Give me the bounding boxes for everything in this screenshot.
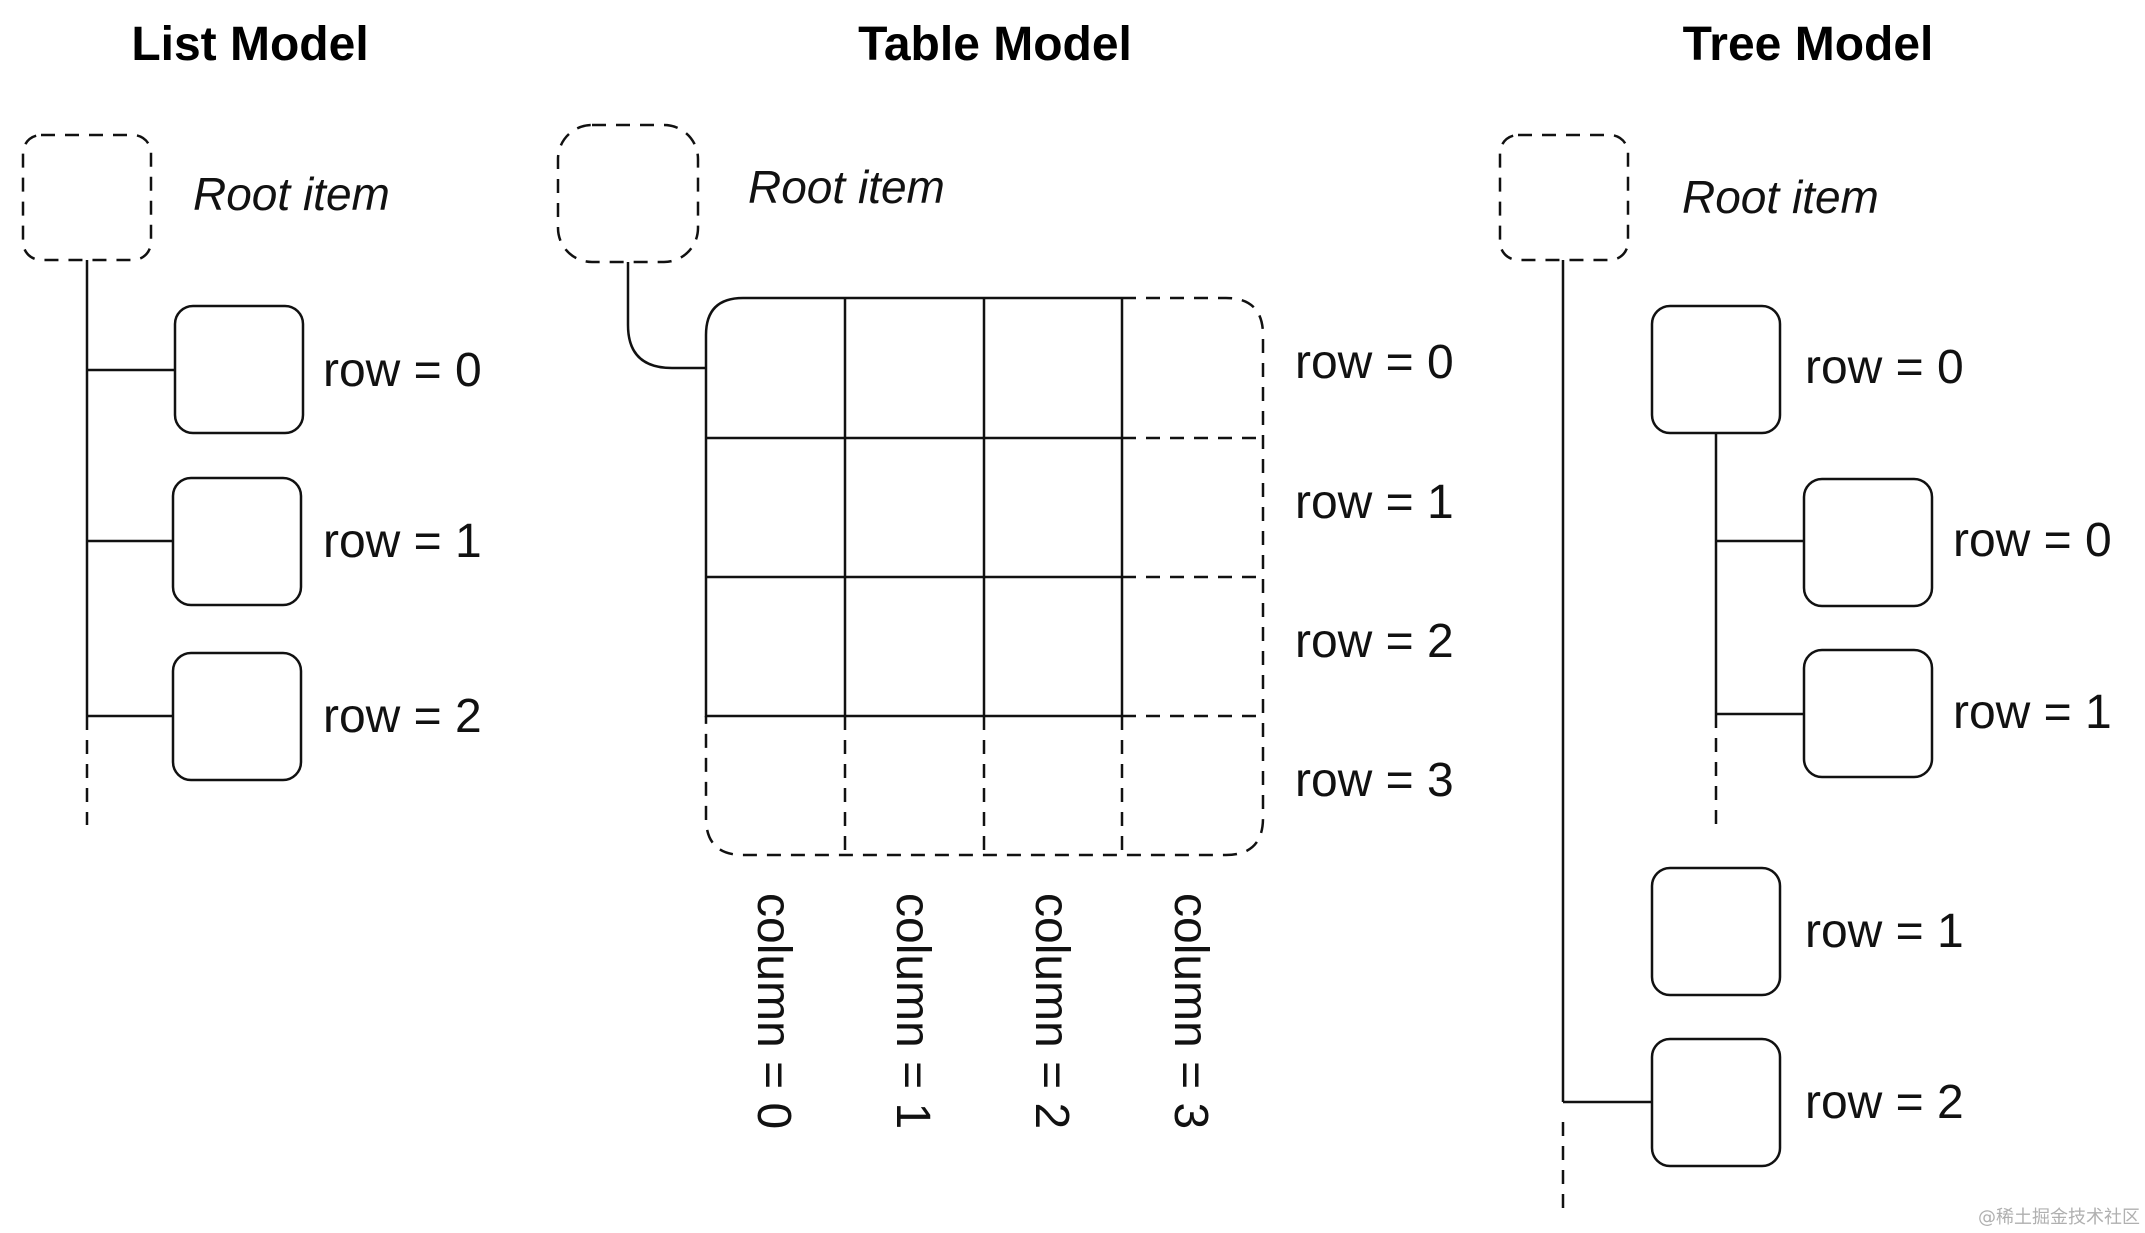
tree-row-item-2 [1650, 1037, 1782, 1168]
list-row-item-1 [171, 476, 303, 607]
table-row-label-1: row = 1 [1295, 476, 1454, 529]
table-grid-outline [704, 296, 1122, 718]
list-row-item-2 [171, 651, 303, 782]
table-column-label-0: column = 0 [747, 893, 800, 1129]
tree-root-item-box [1498, 133, 1630, 262]
table-root-item-box [556, 123, 700, 264]
table-root-connector [626, 262, 706, 370]
tree-child-item-0 [1802, 477, 1934, 608]
list-model-title: List Model [131, 18, 368, 71]
table-row-label-0: row = 0 [1295, 336, 1454, 389]
tree-row-label-0: row = 0 [1805, 341, 1964, 394]
list-row-item-0 [173, 304, 305, 435]
list-row-label-0: row = 0 [323, 344, 482, 397]
list-root-item-box [21, 133, 153, 262]
tree-row-label-1: row = 1 [1805, 905, 1964, 958]
table-root-item-label: Root item [748, 161, 945, 213]
tree-model-title: Tree Model [1683, 18, 1934, 71]
list-root-item-label: Root item [193, 168, 390, 220]
list-model: List Model Root item row = 0 row = 1 row… [21, 18, 482, 825]
watermark: @稀土掘金技术社区 [1978, 1207, 2140, 1228]
tree-child-label-0: row = 0 [1953, 514, 2112, 567]
tree-root-item-label: Root item [1682, 171, 1879, 223]
tree-row-label-2: row = 2 [1805, 1076, 1964, 1129]
table-extra-column-outline [704, 296, 1265, 857]
tree-row-item-1 [1650, 866, 1782, 997]
table-model-title: Table Model [858, 18, 1132, 71]
tree-child-item-1 [1802, 648, 1934, 779]
tree-row-item-0 [1650, 304, 1782, 435]
table-row-label-2: row = 2 [1295, 615, 1454, 668]
tree-model: Tree Model Root item row = 0 row = 1 row… [1498, 18, 2112, 1210]
list-row-label-1: row = 1 [323, 515, 482, 568]
table-row-label-3: row = 3 [1295, 754, 1454, 807]
table-column-label-3: column = 3 [1164, 893, 1217, 1129]
table-column-label-1: column = 1 [886, 893, 939, 1129]
list-row-label-2: row = 2 [323, 690, 482, 743]
table-column-label-2: column = 2 [1025, 893, 1078, 1129]
table-model: Table Model Root item row = 0 row = 1 ro… [556, 18, 1454, 1129]
tree-child-label-1: row = 1 [1953, 686, 2112, 739]
